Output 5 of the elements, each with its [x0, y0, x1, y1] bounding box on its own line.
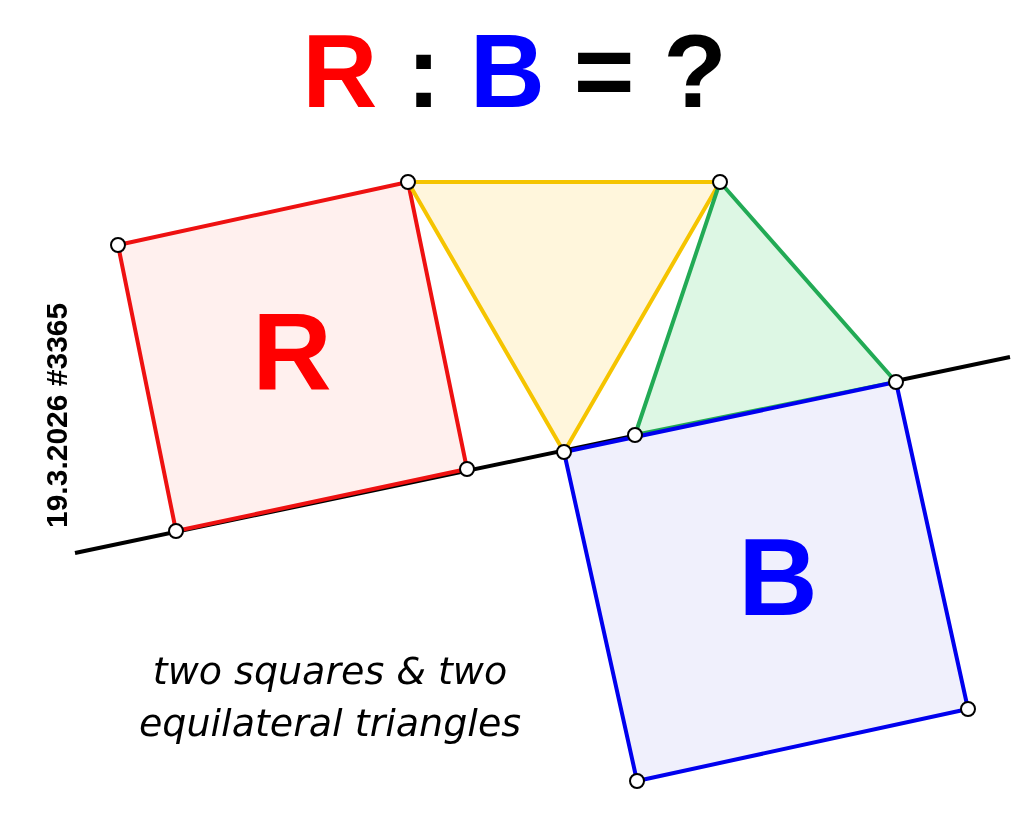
- square-letter: B: [738, 515, 818, 638]
- date-label: 19.3.2026 #3365: [40, 302, 74, 528]
- square-letter: R: [252, 290, 332, 413]
- title: R : B = ?: [301, 14, 728, 129]
- caption-note: two squares & two equilateral triangles: [137, 648, 523, 747]
